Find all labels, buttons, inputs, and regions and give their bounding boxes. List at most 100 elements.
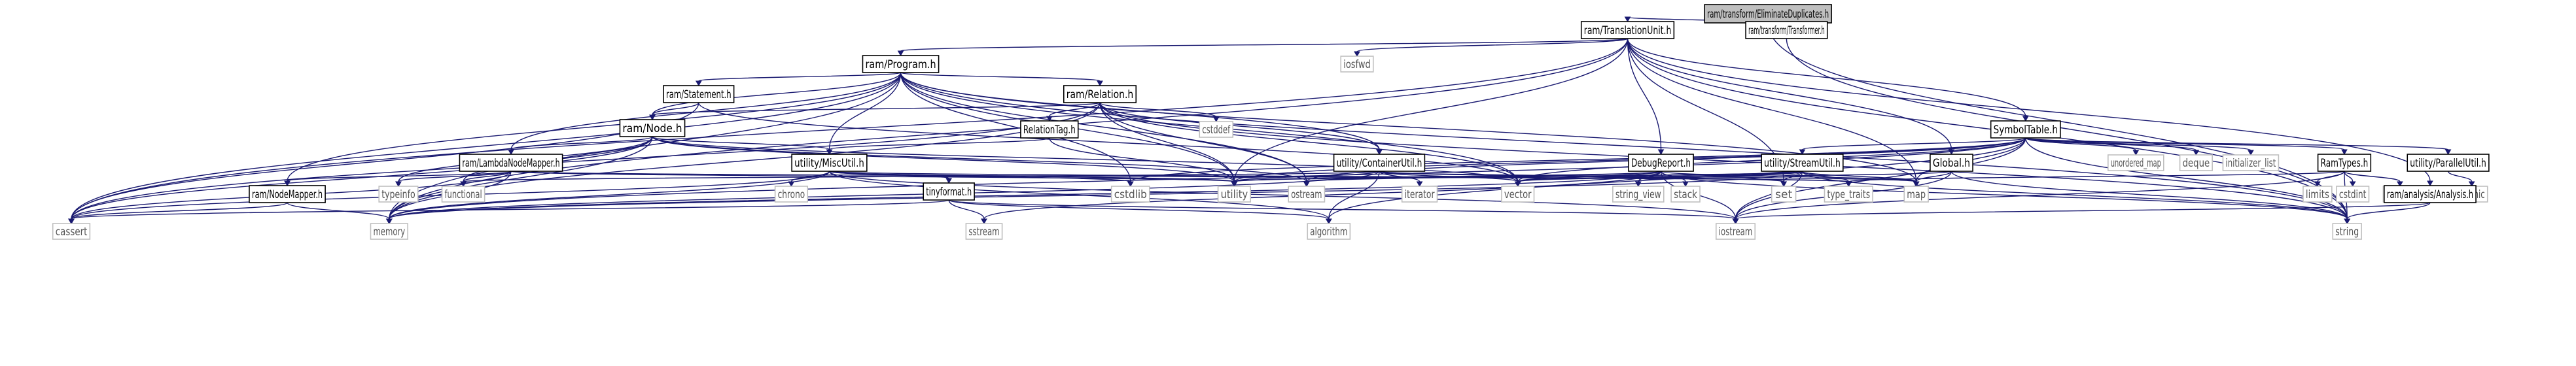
node-stack: stack [1670,186,1701,203]
node-label: utility/MiscUtil.h [794,157,864,170]
node-lambdamapper[interactable]: ram/LambdaNodeMapper.h [459,154,563,172]
edge-tu-to-debugreport [1627,38,1665,156]
node-label: ram/NodeMapper.h [252,188,323,201]
node-label: limits [2306,188,2329,201]
node-label: cstddef [1202,124,1231,137]
node-memory: memory [370,223,408,240]
node-box [1580,21,1675,39]
node-streamutil[interactable]: utility/StreamUtil.h [1761,154,1844,172]
node-box [923,182,975,201]
node-node[interactable]: ram/Node.h [619,119,686,137]
node-tu[interactable]: ram/TranslationUnit.h [1580,21,1675,39]
node-label: typeinfo [381,188,415,201]
node-box [1612,186,1665,203]
node-statement[interactable]: ram/Statement.h [663,85,735,103]
node-type_traits: type_traits [1824,186,1873,203]
node-label: string_view [1615,188,1661,201]
node-ramtypes[interactable]: RamTypes.h [2317,154,2372,172]
edge-global-to-vector [1514,171,1952,188]
edge-lambdamapper-to-typeinfo [395,171,512,188]
node-box [965,223,1003,240]
edge-ramtypes-to-cstring [2344,171,2403,188]
node-label: type_traits [1827,188,1870,201]
edge-streamutil-to-memory [385,171,1803,225]
node-relationtag[interactable]: RelationTag.h [1020,120,1079,139]
node-debugreport[interactable]: DebugReport.h [1628,154,1694,172]
node-label: tinyformat.h [926,186,972,199]
nodes: ram/transform/EliminateDuplicates.hram/T… [52,4,2490,240]
node-box [459,154,563,172]
node-box [1501,186,1535,203]
node-label: utility/ParallelUtil.h [2410,157,2486,170]
node-box [1670,186,1701,203]
node-label: ram/Statement.h [666,88,732,101]
node-box [1715,223,1756,240]
node-iostream: iostream [1715,223,1756,240]
node-deque: deque [2179,154,2213,171]
node-miscutil[interactable]: utility/MiscUtil.h [791,154,868,172]
node-box [1771,186,1797,203]
edge-tu-to-iosfwd [1354,38,1629,58]
node-cstddef: cstddef [1199,121,1234,138]
node-set: set [1771,186,1797,203]
edge-symboltable-to-cstdlib [1127,137,2026,188]
edge-tu-to-program [897,38,1629,57]
node-initializer_list: initializer_list [2222,154,2280,171]
node-nodemapper[interactable]: ram/NodeMapper.h [249,185,326,203]
node-label: SymbolTable.h [1994,124,2058,137]
node-functional: functional [441,186,485,203]
node-global[interactable]: Global.h [1930,154,1973,172]
node-label: cstdlib [1114,188,1147,201]
edge-program-to-statement [695,72,902,87]
node-label: deque [2183,157,2210,170]
node-label: iterator [1405,188,1435,201]
node-transformer[interactable]: ram/transform/Transformer.h [1745,21,1828,39]
node-label: utility/StreamUtil.h [1764,157,1841,170]
node-box [1761,154,1844,172]
node-box [791,154,868,172]
node-string: string [2332,223,2362,240]
node-chrono: chrono [774,186,809,203]
node-box [1307,223,1351,240]
node-box [1990,120,2061,139]
node-box [2332,223,2362,240]
node-algorithm: algorithm [1307,223,1351,240]
node-box [1063,85,1137,103]
edge-nodemapper-to-memory [287,202,393,225]
node-tinyformat[interactable]: tinyformat.h [923,182,975,201]
node-box [1020,120,1079,139]
edge-miscutil-to-chrono [788,171,830,188]
node-box [2317,154,2372,172]
node-box [774,186,809,203]
node-label: functional [445,188,482,201]
node-box [1401,186,1438,203]
node-box [52,223,91,240]
node-box [441,186,485,203]
node-label: stack [1674,188,1697,201]
node-containerutil[interactable]: utility/ContainerUtil.h [1333,154,1426,172]
node-box [249,185,326,203]
node-label: iostream [1719,225,1752,239]
node-label: cstdint [2339,188,2367,201]
edge-node-to-lambdamapper [508,136,653,156]
node-analysis[interactable]: ram/analysis/Analysis.h [2384,185,2477,203]
node-symboltable[interactable]: SymbolTable.h [1990,120,2061,139]
edge-streamutil-to-utility [1231,171,1803,188]
node-box [1628,154,1694,172]
node-label: Global.h [1933,157,1970,170]
edge-streamutil-to-set [1780,171,1803,188]
node-program[interactable]: ram/Program.h [862,55,940,73]
node-string_view: string_view [1612,186,1665,203]
edge-relation-to-containerutil [1099,102,1383,156]
node-box [1340,56,1374,73]
edge-global-to-map [1913,171,1952,188]
edge-tu-to-utility [1231,38,1629,188]
node-iosfwd: iosfwd [1340,56,1374,73]
node-relation[interactable]: ram/Relation.h [1063,85,1137,103]
node-parallelutil[interactable]: utility/ParallelUtil.h [2407,154,2490,172]
edge-tu-to-analysis [1627,38,2433,187]
node-ostream: ostream [1288,186,1326,203]
edge-tu-to-string [1627,38,2351,225]
node-box [2222,154,2280,171]
